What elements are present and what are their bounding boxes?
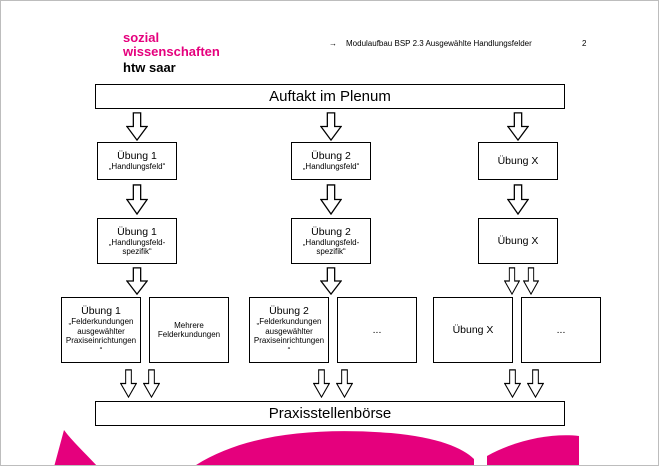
box-title: Übung 1: [81, 305, 121, 317]
down-arrow-icon: [507, 112, 529, 141]
exercise-box-col3-row1: Übung X: [478, 142, 558, 180]
box-label: ...: [372, 324, 382, 336]
slide-title-text: Modulaufbau BSP 2.3 Ausgewählte Handlung…: [346, 39, 532, 48]
logo: sozial wissenschaften htw saar: [123, 31, 220, 75]
box-title: Übung X: [497, 235, 539, 247]
top-box-auftakt: Auftakt im Plenum: [95, 84, 565, 109]
box-title: Übung X: [497, 155, 539, 167]
down-arrow-icon: [523, 267, 539, 295]
box-title: Übung 2: [269, 305, 309, 317]
exercise-box-col2-row2: Übung 2 „Handlungsfeld-spezifik“: [291, 218, 371, 264]
down-arrow-icon: [320, 267, 342, 295]
exercise-box-col3-row2: Übung X: [478, 218, 558, 264]
logo-line-wissenschaften: wissenschaften: [123, 44, 220, 59]
down-arrow-icon: [143, 369, 160, 398]
exercise-box-col1-row3a: Übung 1 „Felderkundungen ausgewählter Pr…: [61, 297, 141, 363]
down-arrow-icon: [527, 369, 544, 398]
down-arrow-icon: [504, 369, 521, 398]
down-arrow-icon: [336, 369, 353, 398]
exercise-box-col2-row3b: ...: [337, 297, 417, 363]
bottom-box-praxisstellenboerse: Praxisstellenbörse: [95, 401, 565, 426]
exercise-box-col1-row3b: Mehrere Felderkundungen: [149, 297, 229, 363]
top-box-label: Auftakt im Plenum: [269, 88, 391, 105]
box-title: Übung 1: [117, 225, 157, 238]
exercise-box-col2-row1: Übung 2 „Handlungsfeld“: [291, 142, 371, 180]
exercise-box-col1-row2: Übung 1 „Handlungsfeld-spezifik“: [97, 218, 177, 264]
box-subtitle: „Felderkundungen ausgewählter Praxiseinr…: [65, 317, 137, 355]
exercise-box-col3-row3a: Übung X: [433, 297, 513, 363]
bottom-box-label: Praxisstellenbörse: [268, 405, 392, 422]
box-label: Mehrere Felderkundungen: [157, 320, 221, 340]
down-arrow-icon: [507, 184, 529, 215]
box-label: ...: [556, 324, 566, 336]
box-subtitle: „Felderkundungen ausgewählter Praxiseinr…: [253, 317, 325, 355]
box-subtitle: „Handlungsfeld“: [302, 162, 360, 172]
down-arrow-icon: [126, 112, 148, 141]
down-arrow-icon: [504, 267, 520, 295]
exercise-box-col1-row1: Übung 1 „Handlungsfeld“: [97, 142, 177, 180]
box-title: Übung 2: [311, 225, 351, 238]
arrow-right-icon: →: [329, 39, 337, 48]
logo-line-sozial: sozial: [123, 30, 160, 45]
page-number: 2: [582, 39, 587, 48]
down-arrow-icon: [320, 112, 342, 141]
down-arrow-icon: [120, 369, 137, 398]
box-subtitle: „Handlungsfeld-spezifik“: [302, 237, 360, 257]
box-title: Übung 2: [311, 150, 351, 163]
slide-title: → Modulaufbau BSP 2.3 Ausgewählte Handlu…: [329, 39, 532, 48]
box-subtitle: „Handlungsfeld-spezifik“: [108, 237, 166, 257]
box-subtitle: „Handlungsfeld“: [108, 162, 166, 172]
down-arrow-icon: [313, 369, 330, 398]
down-arrow-icon: [126, 184, 148, 215]
box-title: Übung X: [452, 324, 494, 336]
exercise-box-col3-row3b: ...: [521, 297, 601, 363]
exercise-box-col2-row3a: Übung 2 „Felderkundungen ausgewählter Pr…: [249, 297, 329, 363]
down-arrow-icon: [126, 267, 148, 295]
logo-line-htw-saar: htw saar: [123, 60, 176, 75]
box-title: Übung 1: [117, 150, 157, 163]
footer-swoosh-decoration: [54, 430, 579, 465]
down-arrow-icon: [320, 184, 342, 215]
